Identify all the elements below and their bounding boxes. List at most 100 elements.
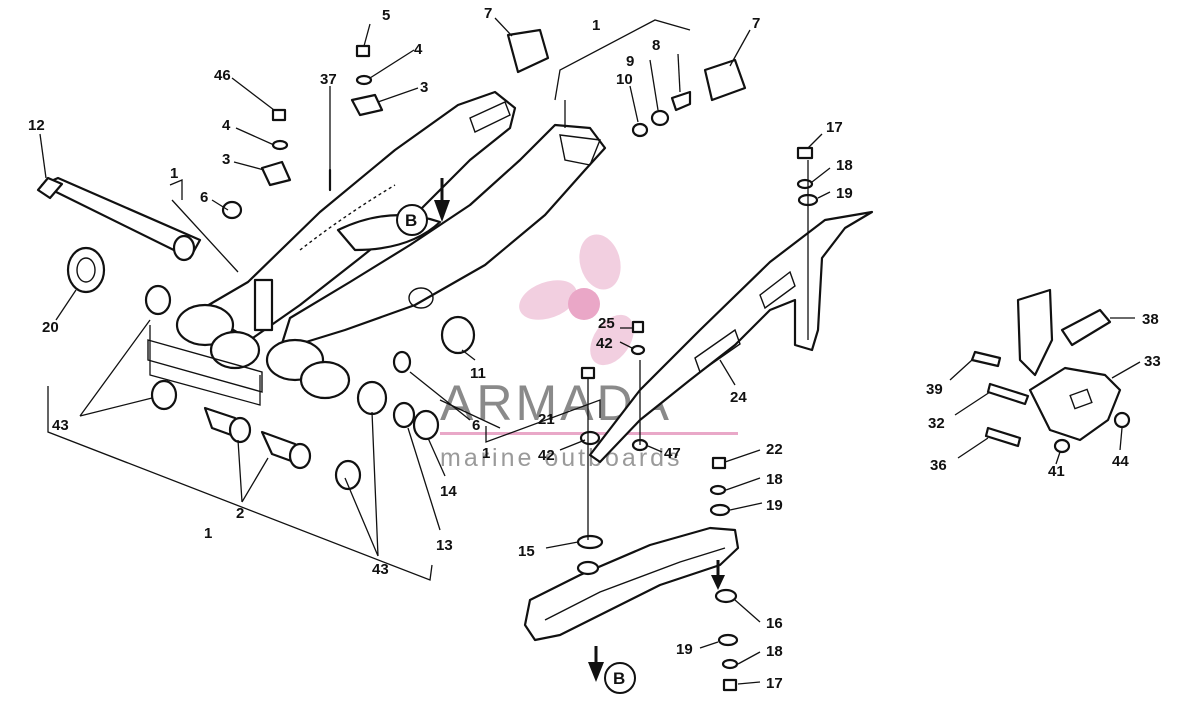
callout-14: 14 <box>440 483 457 500</box>
callout-20: 20 <box>42 319 59 336</box>
callout-38: 38 <box>1142 311 1159 328</box>
callout-10: 10 <box>616 71 633 88</box>
bolt-17-lower <box>722 678 738 692</box>
reference-letter-lower: B <box>613 669 625 688</box>
chain-guide-38 <box>1060 308 1112 347</box>
callout-42: 42 <box>596 335 613 352</box>
callout-1: 1 <box>170 165 178 182</box>
callout-42: 42 <box>538 447 555 464</box>
callout-32: 32 <box>928 415 945 432</box>
chain-slider-16 <box>523 526 740 642</box>
reference-arrowhead-upper-icon <box>434 200 450 222</box>
upper-fasteners <box>221 28 747 220</box>
chain-guide-bracket-33 <box>1028 366 1122 442</box>
bolt-5 <box>355 44 371 58</box>
callout-47: 47 <box>664 445 681 462</box>
chain-guide-post <box>253 278 274 332</box>
callout-39: 39 <box>926 381 943 398</box>
chain-guard-assembly <box>579 146 874 464</box>
callout-12: 12 <box>28 117 45 134</box>
pivot-tube-left <box>175 303 235 347</box>
grommet-19-mid <box>709 503 731 517</box>
bearing-43-right <box>334 459 362 491</box>
callout-7: 7 <box>484 5 492 22</box>
callout-4: 4 <box>414 41 423 58</box>
callout-18: 18 <box>766 643 783 660</box>
callout-37: 37 <box>320 71 337 88</box>
callout-24: 24 <box>730 389 747 406</box>
nut-44 <box>1113 411 1131 429</box>
bolt-22 <box>711 456 727 470</box>
washer-18-lower <box>721 658 739 670</box>
dust-seal-20 <box>66 246 106 294</box>
chain-slider-assembly <box>523 456 740 692</box>
plug-11 <box>440 315 476 355</box>
chain-guide-assembly <box>970 288 1131 454</box>
chain-adjuster-7-right <box>703 58 747 102</box>
bearing-set <box>147 315 476 491</box>
cap-6-upper <box>221 200 243 220</box>
callout-labels: 5 4 3 46 4 3 37 6 1 12 20 7 1 10 9 8 7 1… <box>28 5 1161 692</box>
washer-10 <box>631 122 649 138</box>
weld-line-left <box>299 184 396 251</box>
callout-8: 8 <box>652 37 660 54</box>
callout-3: 3 <box>222 151 230 168</box>
washer-42-upper <box>630 344 646 356</box>
callout-2: 2 <box>236 505 244 522</box>
callout-6: 6 <box>200 189 208 206</box>
swingarm-left-slot <box>469 101 511 133</box>
callout-7: 7 <box>752 15 760 32</box>
callout-46: 46 <box>214 67 231 84</box>
reference-marker-upper: B <box>396 178 450 236</box>
callout-6: 6 <box>472 417 480 434</box>
callout-18: 18 <box>766 471 783 488</box>
bolt-46 <box>271 108 287 122</box>
callout-17: 17 <box>826 119 843 136</box>
callout-44: 44 <box>1112 453 1129 470</box>
chain-guard-24 <box>588 210 874 464</box>
callout-19: 19 <box>836 185 853 202</box>
washer-13 <box>392 401 416 429</box>
washer-4-b <box>271 139 289 151</box>
chain-adjuster-7-left <box>506 28 550 74</box>
swingarm-right-arm <box>278 123 607 352</box>
callout-1: 1 <box>592 17 600 34</box>
callout-43: 43 <box>52 417 69 434</box>
bolt-32 <box>986 382 1030 406</box>
callout-41: 41 <box>1048 463 1065 480</box>
reference-arrowhead-lower-icon <box>588 662 604 682</box>
chain-guide-mount <box>1016 288 1054 377</box>
cap-6-lower <box>392 350 412 374</box>
slider-mount-left <box>576 560 600 576</box>
callout-21: 21 <box>538 411 555 428</box>
callout-43: 43 <box>372 561 389 578</box>
callout-19: 19 <box>766 497 783 514</box>
bolt-39 <box>970 350 1002 368</box>
clamp-3-a <box>350 93 384 117</box>
propeller-logo-icon <box>519 234 634 366</box>
bearing-43-upper-right <box>356 380 388 416</box>
bolt-8 <box>670 90 692 112</box>
callout-36: 36 <box>930 457 947 474</box>
bearing-43-left <box>150 379 178 411</box>
callout-19: 19 <box>676 641 693 658</box>
chain-guard-slot-a <box>694 328 741 374</box>
pivot-bore-right <box>299 360 351 400</box>
washer-18-upper <box>796 178 814 190</box>
callout-3: 3 <box>420 79 428 96</box>
callout-4: 4 <box>222 117 231 134</box>
callout-11: 11 <box>470 365 486 382</box>
bolt-21 <box>580 366 596 380</box>
callout-13: 13 <box>436 537 453 554</box>
callout-17: 17 <box>766 675 783 692</box>
washer-4-a <box>355 74 373 86</box>
pivot-shaft-thread <box>172 234 196 262</box>
swingarm-assembly <box>175 90 607 400</box>
callout-1: 1 <box>482 445 490 462</box>
bolt-36 <box>984 426 1022 448</box>
clamp-3-b <box>260 160 292 187</box>
swingarm-inspection-hole <box>408 287 434 309</box>
spacer-15 <box>576 534 604 550</box>
callout-22: 22 <box>766 441 783 458</box>
